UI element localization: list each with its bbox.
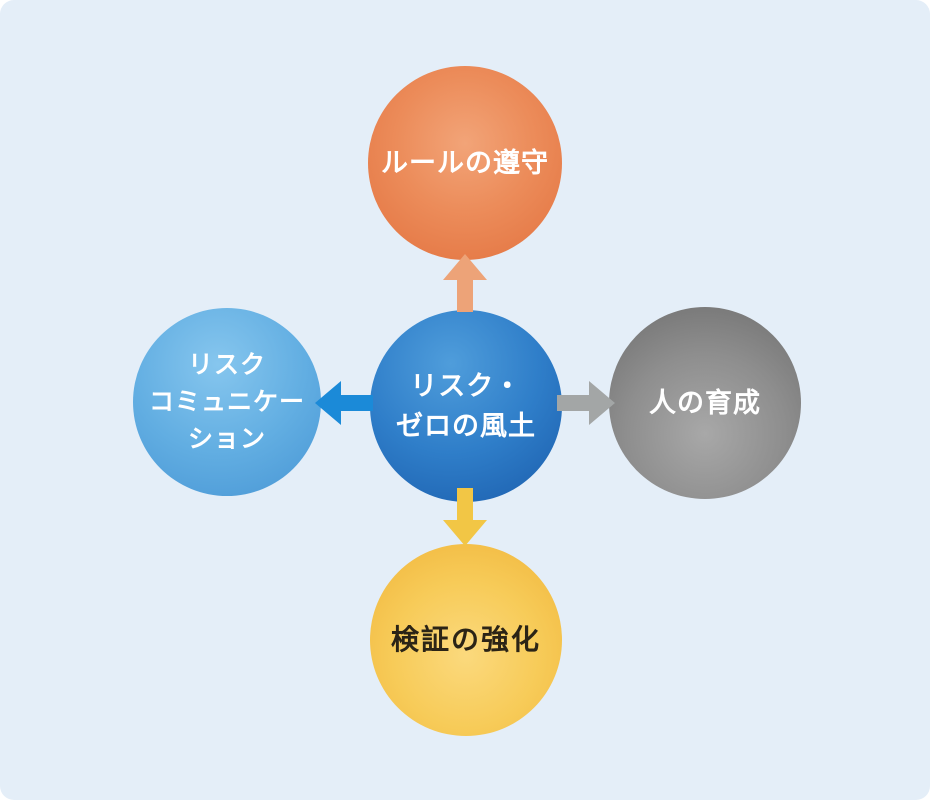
node-label-line: ション — [187, 424, 266, 453]
node-people-development: 人の育成 — [609, 307, 801, 499]
node-risk-communication: リスク コミュニケー ション — [133, 308, 321, 496]
arrow-right-icon — [557, 381, 615, 425]
node-risk-zero-culture: リスク・ ゼロの風土 — [370, 310, 562, 502]
arrow-down-icon — [443, 488, 487, 546]
node-label-line: リスク・ — [410, 371, 522, 401]
node-label: 検証の強化 — [390, 624, 541, 655]
node-label-line: コミュニケー — [148, 387, 305, 416]
node-label: 人の育成 — [649, 388, 761, 418]
node-rule-compliance: ルールの遵守 — [368, 66, 562, 260]
arrow-up-icon — [443, 254, 487, 312]
node-verification-strengthening: 検証の強化 — [370, 544, 562, 736]
arrow-left-icon — [315, 381, 373, 425]
node-label: ルールの遵守 — [381, 148, 549, 178]
node-label-line: リスク — [187, 350, 266, 379]
node-label-line: ゼロの風土 — [396, 411, 536, 441]
